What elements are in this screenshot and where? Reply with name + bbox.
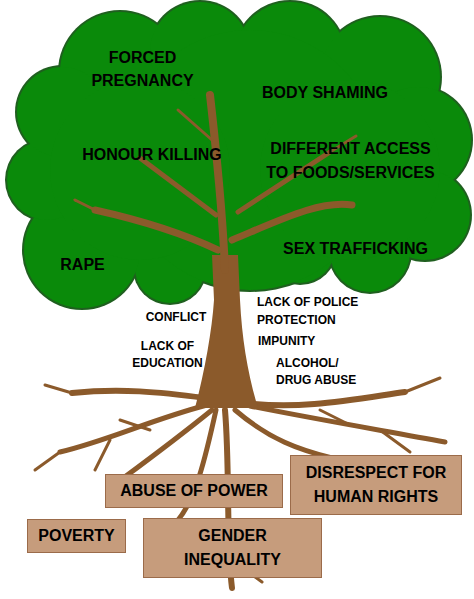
root-cause-text: GENDER INEQUALITY <box>150 524 315 572</box>
root-cause-text: POVERTY <box>38 524 114 548</box>
trunk-label-box: ALCOHOL/ DRUG ABUSE <box>276 355 366 389</box>
trunk-label-box: LACK OF POLICE PROTECTION <box>257 293 372 329</box>
trunk-label-box: IMPUNITY <box>258 333 333 349</box>
canopy-label: RAPE <box>45 254 120 276</box>
root-cause-box: GENDER INEQUALITY <box>143 518 322 578</box>
canopy-label-box: BODY SHAMING <box>240 82 410 104</box>
canopy <box>5 0 473 310</box>
canopy-label: HONOUR KILLING <box>62 144 242 166</box>
trunk-label-box: CONFLICT <box>140 309 212 325</box>
root-cause-text: ABUSE OF POWER <box>120 479 268 503</box>
trunk-label: CONFLICT <box>140 309 212 325</box>
root-cause-text-group: DISRESPECT FOR HUMAN RIGHTS <box>297 461 455 509</box>
trunk-label-box: LACK OF EDUCATION <box>125 338 210 372</box>
root-cause-text-group: POVERTY <box>38 524 114 548</box>
trunk-label: LACK OF EDUCATION <box>125 338 210 372</box>
root-cause-box: POVERTY <box>27 519 126 553</box>
root-cause-box: ABUSE OF POWER <box>105 474 283 508</box>
root-cause-text-group: ABUSE OF POWER <box>120 479 268 503</box>
canopy-label: SEX TRAFFICKING <box>268 238 443 260</box>
trunk-label: IMPUNITY <box>258 333 333 349</box>
canopy-label-box: SEX TRAFFICKING <box>268 238 443 260</box>
canopy-label: DIFFERENT ACCESS TO FOODS/SERVICES <box>258 137 443 185</box>
canopy-label-box: HONOUR KILLING <box>62 144 242 166</box>
canopy-label-box: FORCED PREGNANCY <box>75 46 210 92</box>
root-cause-text: DISRESPECT FOR HUMAN RIGHTS <box>297 461 455 509</box>
canopy-label: FORCED PREGNANCY <box>75 46 210 92</box>
trunk-label: ALCOHOL/ DRUG ABUSE <box>276 355 366 389</box>
trunk-label: LACK OF POLICE PROTECTION <box>257 293 372 329</box>
canopy-label: BODY SHAMING <box>240 82 410 104</box>
root-cause-text-group: GENDER INEQUALITY <box>150 524 315 572</box>
root-cause-box: DISRESPECT FOR HUMAN RIGHTS <box>290 455 462 515</box>
canopy-label-box: DIFFERENT ACCESS TO FOODS/SERVICES <box>258 137 443 185</box>
canopy-label-box: RAPE <box>45 254 120 276</box>
